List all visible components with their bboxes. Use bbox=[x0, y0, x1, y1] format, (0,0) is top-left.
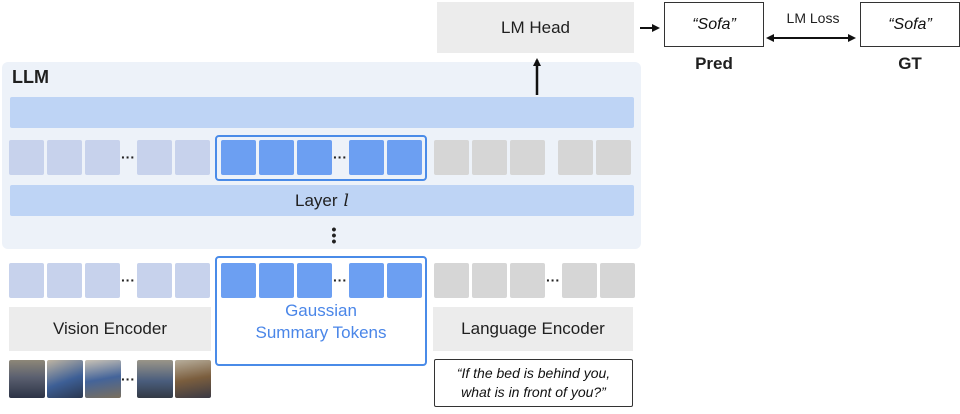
room-scene-image bbox=[9, 360, 45, 398]
llm-language-token bbox=[510, 140, 545, 175]
gaussian-summary-label: Gaussian Summary Tokens bbox=[216, 300, 426, 344]
language-token bbox=[510, 263, 545, 298]
gaussian-token bbox=[387, 263, 422, 298]
vision-token bbox=[47, 263, 82, 298]
language-token bbox=[434, 263, 469, 298]
layer-label: Layer bbox=[295, 190, 338, 210]
llm-vision-token bbox=[137, 140, 172, 175]
vision-token bbox=[137, 263, 172, 298]
ellipsis: ··· bbox=[333, 149, 347, 165]
ellipsis: ··· bbox=[121, 272, 135, 288]
llm-gaussian-token bbox=[349, 140, 384, 175]
gt-label: GT bbox=[898, 54, 922, 73]
llm-vision-token bbox=[175, 140, 210, 175]
gaussian-summary-block bbox=[215, 256, 427, 366]
vision-encoder: Vision Encoder bbox=[9, 307, 211, 351]
llm-label: LLM bbox=[12, 67, 49, 87]
llm-language-token bbox=[472, 140, 507, 175]
layer-variable: l bbox=[343, 190, 349, 211]
llm-gaussian-token bbox=[221, 140, 256, 175]
room-scene-image bbox=[85, 360, 121, 398]
pred-label: Pred bbox=[695, 54, 733, 73]
ellipsis: ··· bbox=[546, 272, 560, 288]
vision-token bbox=[85, 263, 120, 298]
gaussian-token bbox=[349, 263, 384, 298]
ellipsis: ··· bbox=[121, 149, 135, 165]
gaussian-label-line2: Summary Tokens bbox=[255, 323, 387, 342]
lm-loss-label: LM Loss bbox=[786, 10, 840, 26]
vision-token bbox=[175, 263, 210, 298]
llm-layer-l: Layer l bbox=[10, 185, 634, 216]
llm-gaussian-token-group bbox=[215, 135, 427, 181]
ellipsis: ··· bbox=[121, 371, 135, 387]
llm-gaussian-token bbox=[297, 140, 332, 175]
vision-token bbox=[9, 263, 44, 298]
llm-gaussian-token bbox=[259, 140, 294, 175]
gaussian-token bbox=[259, 263, 294, 298]
room-scene-image bbox=[137, 360, 173, 398]
language-token bbox=[562, 263, 597, 298]
room-scene-image bbox=[175, 360, 211, 398]
language-token bbox=[600, 263, 635, 298]
gaussian-token bbox=[221, 263, 256, 298]
room-scene-image bbox=[47, 360, 83, 398]
lm-head: LM Head bbox=[437, 2, 634, 53]
language-encoder: Language Encoder bbox=[433, 307, 633, 351]
question-line1: “If the bed is behind you, bbox=[456, 365, 611, 381]
llm-language-token bbox=[558, 140, 593, 175]
llm-vision-token bbox=[9, 140, 44, 175]
question-line2: what is in front of you?” bbox=[461, 384, 606, 400]
llm-vision-token bbox=[47, 140, 82, 175]
ellipsis: ··· bbox=[333, 272, 347, 288]
question-box: “If the bed is behind you, what is in fr… bbox=[434, 359, 633, 407]
gaussian-label-line1: Gaussian bbox=[285, 301, 357, 320]
llm-vision-token bbox=[85, 140, 120, 175]
llm-language-token bbox=[596, 140, 631, 175]
llm-gaussian-token bbox=[387, 140, 422, 175]
llm-top-layer bbox=[10, 97, 634, 128]
llm-language-token bbox=[434, 140, 469, 175]
gaussian-token bbox=[297, 263, 332, 298]
pred-word-box: “Sofa” bbox=[664, 2, 764, 47]
vertical-ellipsis: ••• bbox=[331, 221, 337, 249]
language-token bbox=[472, 263, 507, 298]
